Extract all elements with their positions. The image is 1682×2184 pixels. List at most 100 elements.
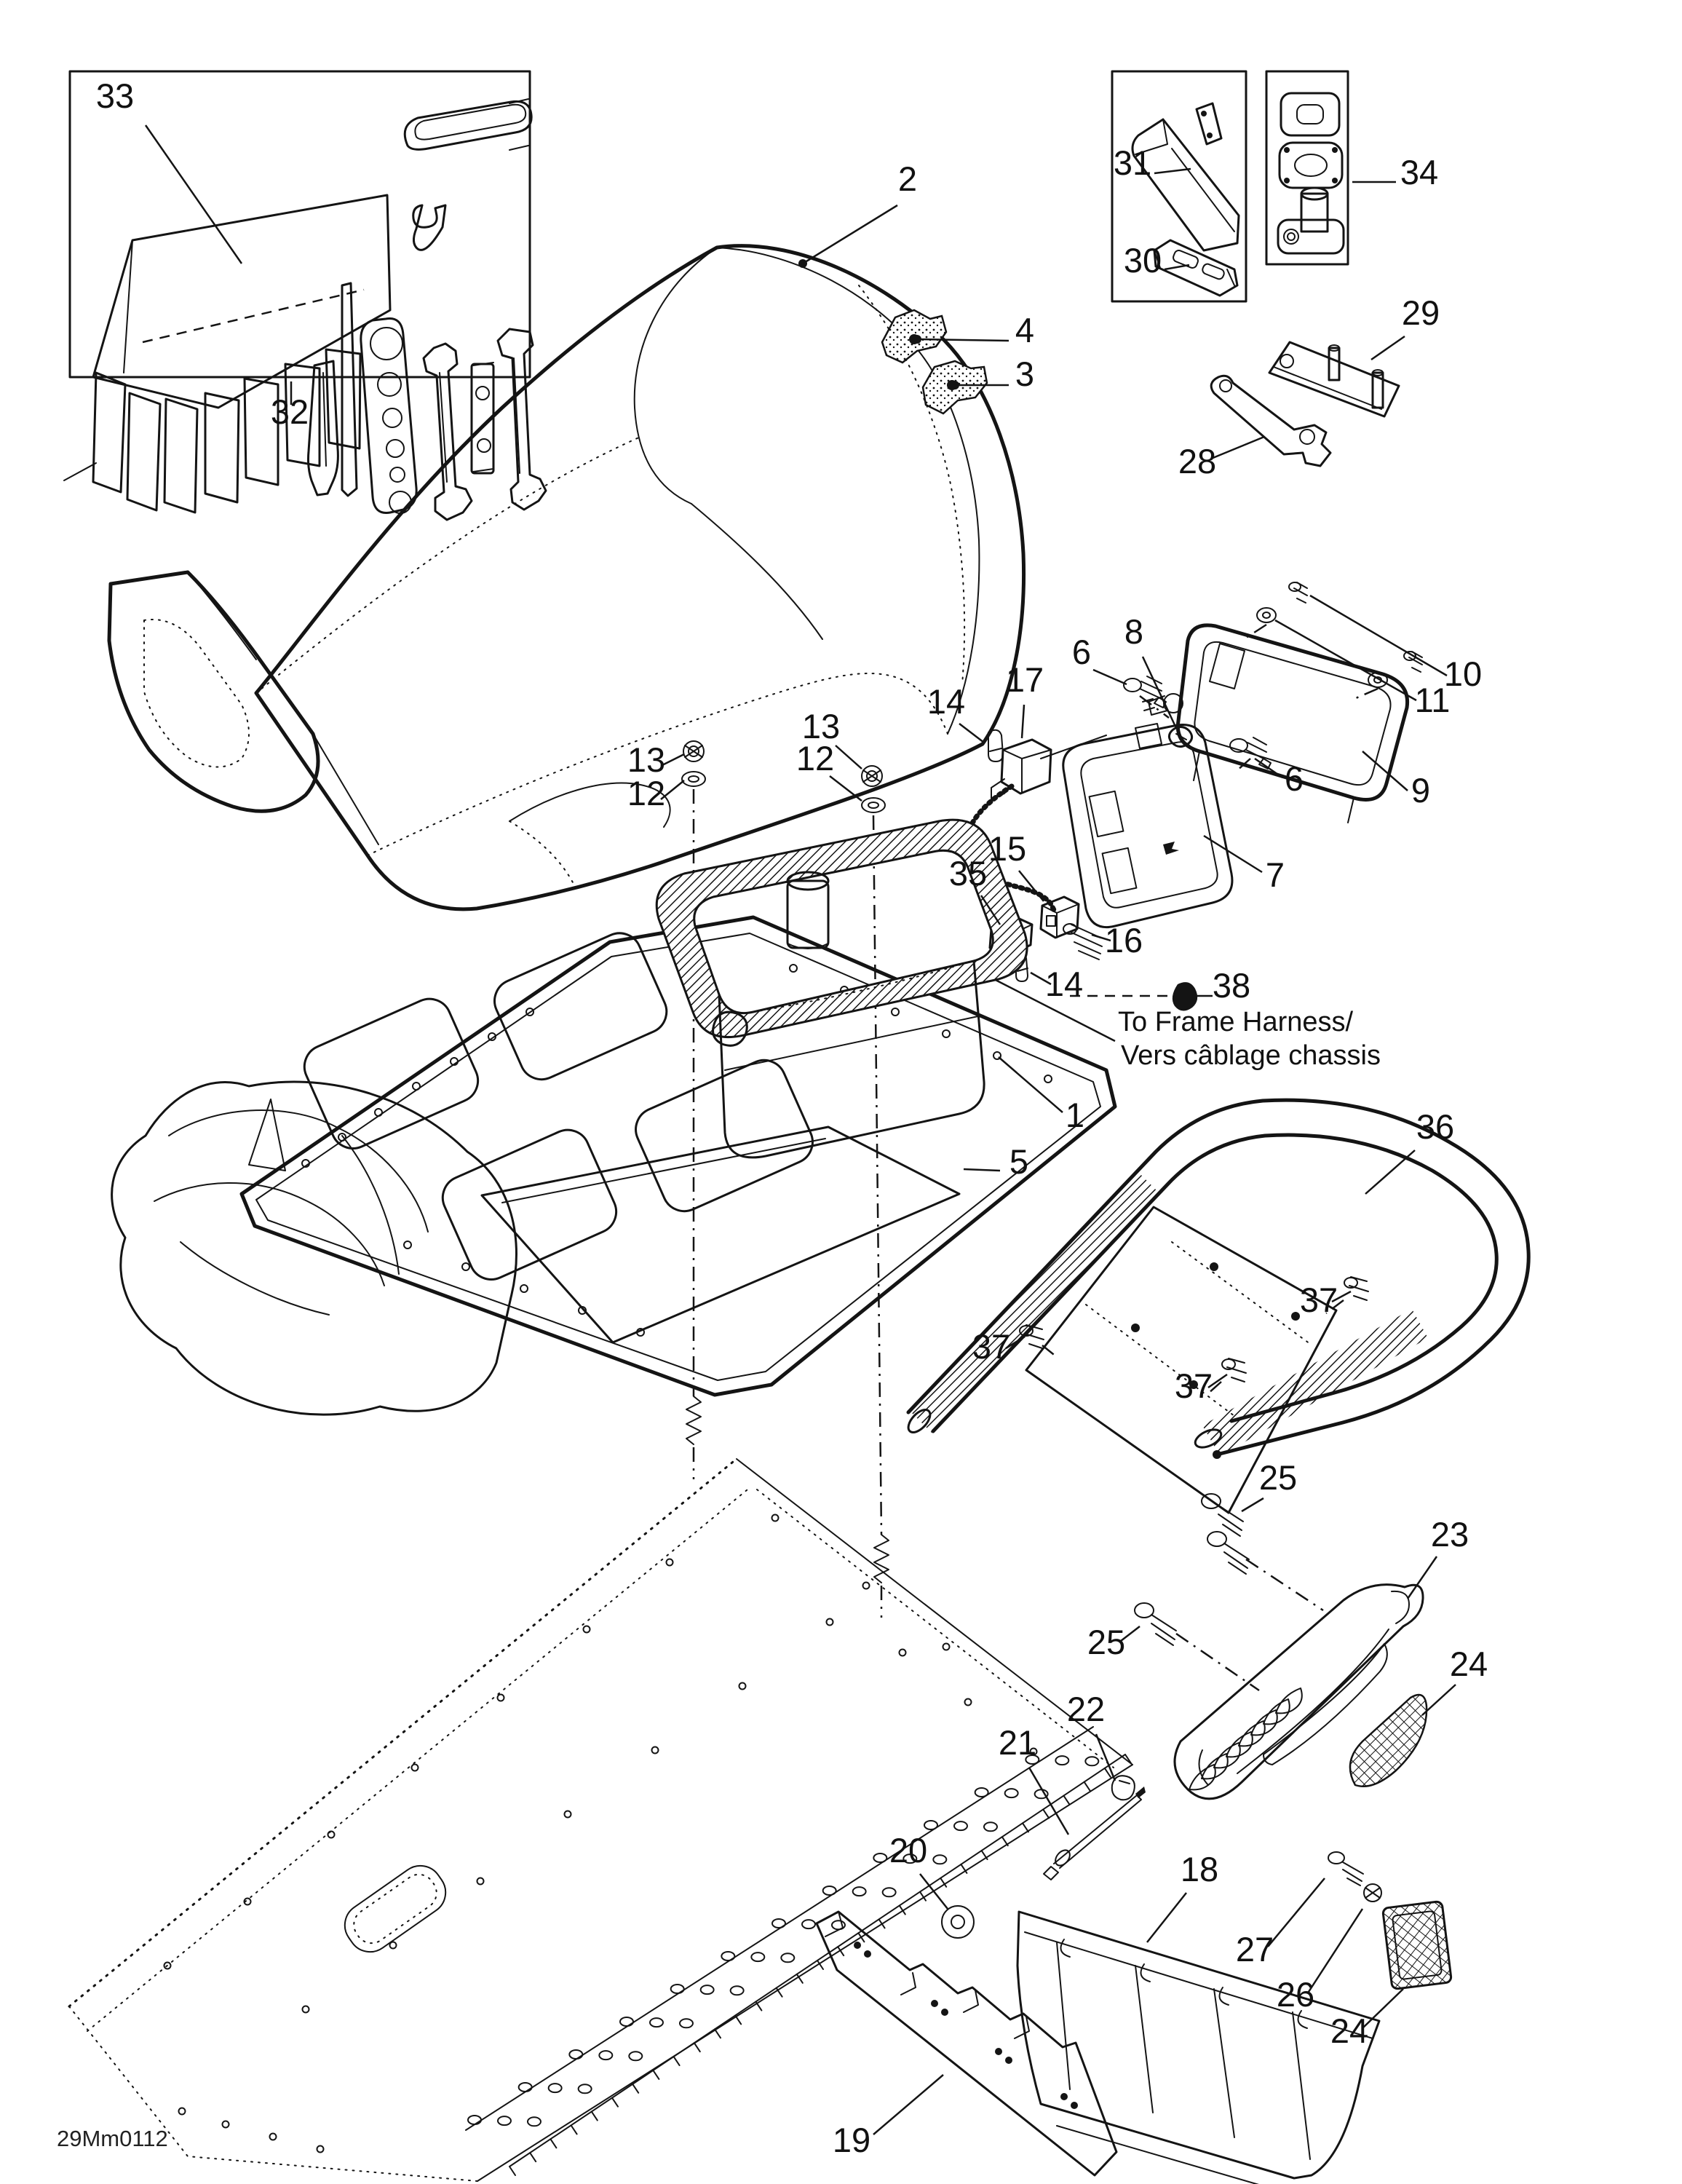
serration-tick bbox=[755, 2001, 763, 2011]
serration-tick bbox=[980, 1850, 988, 1861]
callout-leader-28-9 bbox=[1210, 435, 1265, 460]
lock-gasket bbox=[1278, 141, 1344, 189]
hinge-30 bbox=[1153, 239, 1239, 297]
traction-hole bbox=[801, 1919, 816, 1930]
part-callout-27: 27 bbox=[1236, 1930, 1274, 1969]
rivet-hole bbox=[563, 1810, 572, 1819]
callout-leaders bbox=[144, 124, 1456, 2135]
rivet-hole bbox=[665, 1558, 674, 1567]
spring-left bbox=[686, 1396, 702, 1445]
harness-note-line2: Vers câblage chassis bbox=[1121, 1040, 1381, 1071]
part-callout-14: 14 bbox=[927, 682, 965, 721]
tool-kit-frame bbox=[68, 70, 531, 379]
screw-10a bbox=[1288, 582, 1308, 604]
callout-leader-26-43 bbox=[1307, 1908, 1364, 1993]
seat-assembly bbox=[107, 244, 1026, 911]
part-callout-20: 20 bbox=[889, 1831, 927, 1870]
part-callout-33: 33 bbox=[96, 76, 134, 115]
serration-tick bbox=[878, 1918, 886, 1929]
rack-rivet-holes bbox=[301, 964, 1052, 1337]
serration-tick bbox=[817, 1960, 824, 1970]
serration-tick bbox=[529, 2152, 537, 2163]
clip-14a bbox=[988, 729, 1004, 762]
tunnel-rivets bbox=[163, 1514, 1038, 2153]
traction-hole bbox=[729, 1985, 745, 1996]
callout-leader-31-5 bbox=[1154, 167, 1191, 175]
serration-tick bbox=[940, 1877, 948, 1888]
rivet-hole bbox=[163, 1961, 172, 1970]
tool-socket-bar bbox=[360, 317, 418, 515]
part-callout-6: 6 bbox=[1072, 633, 1091, 671]
callout-leader-33-0 bbox=[144, 124, 243, 264]
serration-tick bbox=[1001, 1836, 1009, 1847]
cover-gill bbox=[1263, 1698, 1290, 1725]
traction-hole bbox=[1084, 1756, 1100, 1767]
callout-leader-11-13 bbox=[1274, 619, 1417, 702]
seat-front-flap bbox=[107, 570, 379, 845]
rivet-hole bbox=[496, 1693, 505, 1702]
part-callout-14: 14 bbox=[1045, 965, 1083, 1003]
part-callout-37: 37 bbox=[1175, 1366, 1213, 1405]
callout-leader-21-39 bbox=[1028, 1767, 1070, 1835]
callout-leader-13-21 bbox=[835, 745, 862, 769]
screw-37a bbox=[1344, 1276, 1369, 1301]
callout-labels: 3332243313034292868101196717141312131215… bbox=[96, 76, 1488, 2159]
part-callout-10: 10 bbox=[1444, 654, 1482, 693]
traction-hole bbox=[678, 2018, 694, 2029]
rack-openings bbox=[303, 932, 814, 1281]
washer-11a-hole bbox=[1262, 612, 1271, 619]
tool-tube bbox=[470, 362, 495, 475]
tool-wrench-double bbox=[496, 328, 547, 511]
callout-leader-14-18 bbox=[959, 723, 985, 743]
part-callout-37: 37 bbox=[1300, 1281, 1338, 1319]
callout-leader-5-29 bbox=[963, 1168, 1001, 1172]
rack-hole bbox=[450, 1057, 459, 1066]
serration-tick bbox=[837, 1946, 845, 1957]
traction-hole bbox=[903, 1853, 918, 1864]
rack-hole bbox=[301, 1159, 310, 1168]
traction-hole bbox=[852, 1886, 867, 1897]
traction-hole bbox=[830, 1920, 846, 1931]
callout-leader-37-31 bbox=[1331, 1290, 1352, 1303]
part-callout-15: 15 bbox=[988, 829, 1026, 868]
part-callout-4: 4 bbox=[1015, 311, 1034, 349]
part-callout-38: 38 bbox=[1213, 966, 1250, 1005]
lock-pad bbox=[1280, 92, 1341, 137]
screw-25a-pair bbox=[1201, 1493, 1324, 1612]
pin-21 bbox=[1043, 1787, 1146, 1880]
screw-37b bbox=[1221, 1358, 1247, 1382]
rear-rack-frame-1 bbox=[111, 818, 1117, 1416]
side-cover-group bbox=[1134, 1493, 1428, 1800]
connector-15 bbox=[1039, 895, 1080, 939]
rack-hole bbox=[942, 1029, 951, 1038]
serration-tick bbox=[673, 2056, 681, 2067]
traction-hole bbox=[983, 1821, 998, 1832]
callout-leader-29-8 bbox=[1370, 335, 1405, 361]
callout-leader-6-10 bbox=[1092, 668, 1127, 686]
part-callout-32: 32 bbox=[271, 392, 309, 431]
rivet-hole bbox=[1029, 1747, 1038, 1756]
part-callout-5: 5 bbox=[1009, 1142, 1028, 1181]
callout-leader-12-20 bbox=[660, 780, 685, 800]
callout-leader-18-41 bbox=[1146, 1892, 1187, 1943]
tool-hook bbox=[412, 204, 447, 251]
serration-tick bbox=[550, 2138, 558, 2149]
part-callout-3: 3 bbox=[1015, 355, 1034, 393]
callout-leader-25-35 bbox=[1120, 1626, 1140, 1642]
callout-leader-7-16 bbox=[1203, 834, 1263, 874]
screw-37c bbox=[1019, 1324, 1044, 1349]
traction-hole bbox=[577, 2084, 592, 2094]
traction-hole bbox=[568, 2049, 584, 2060]
callout-leader-19-45 bbox=[873, 2074, 944, 2135]
washer-11b bbox=[1368, 672, 1388, 688]
cover-gill bbox=[1189, 1764, 1216, 1791]
wrench-28 bbox=[1210, 374, 1332, 467]
rack-hole bbox=[525, 1008, 534, 1016]
callout-leader-9-14 bbox=[1362, 751, 1408, 791]
callout-leader-20-40 bbox=[919, 1873, 948, 1910]
tool-flat-blade bbox=[341, 282, 358, 497]
serration-tick bbox=[775, 1987, 783, 1998]
serration-tick bbox=[1022, 1822, 1029, 1833]
traction-hole bbox=[721, 1951, 736, 1961]
taillight-lens-9 bbox=[1175, 623, 1410, 823]
